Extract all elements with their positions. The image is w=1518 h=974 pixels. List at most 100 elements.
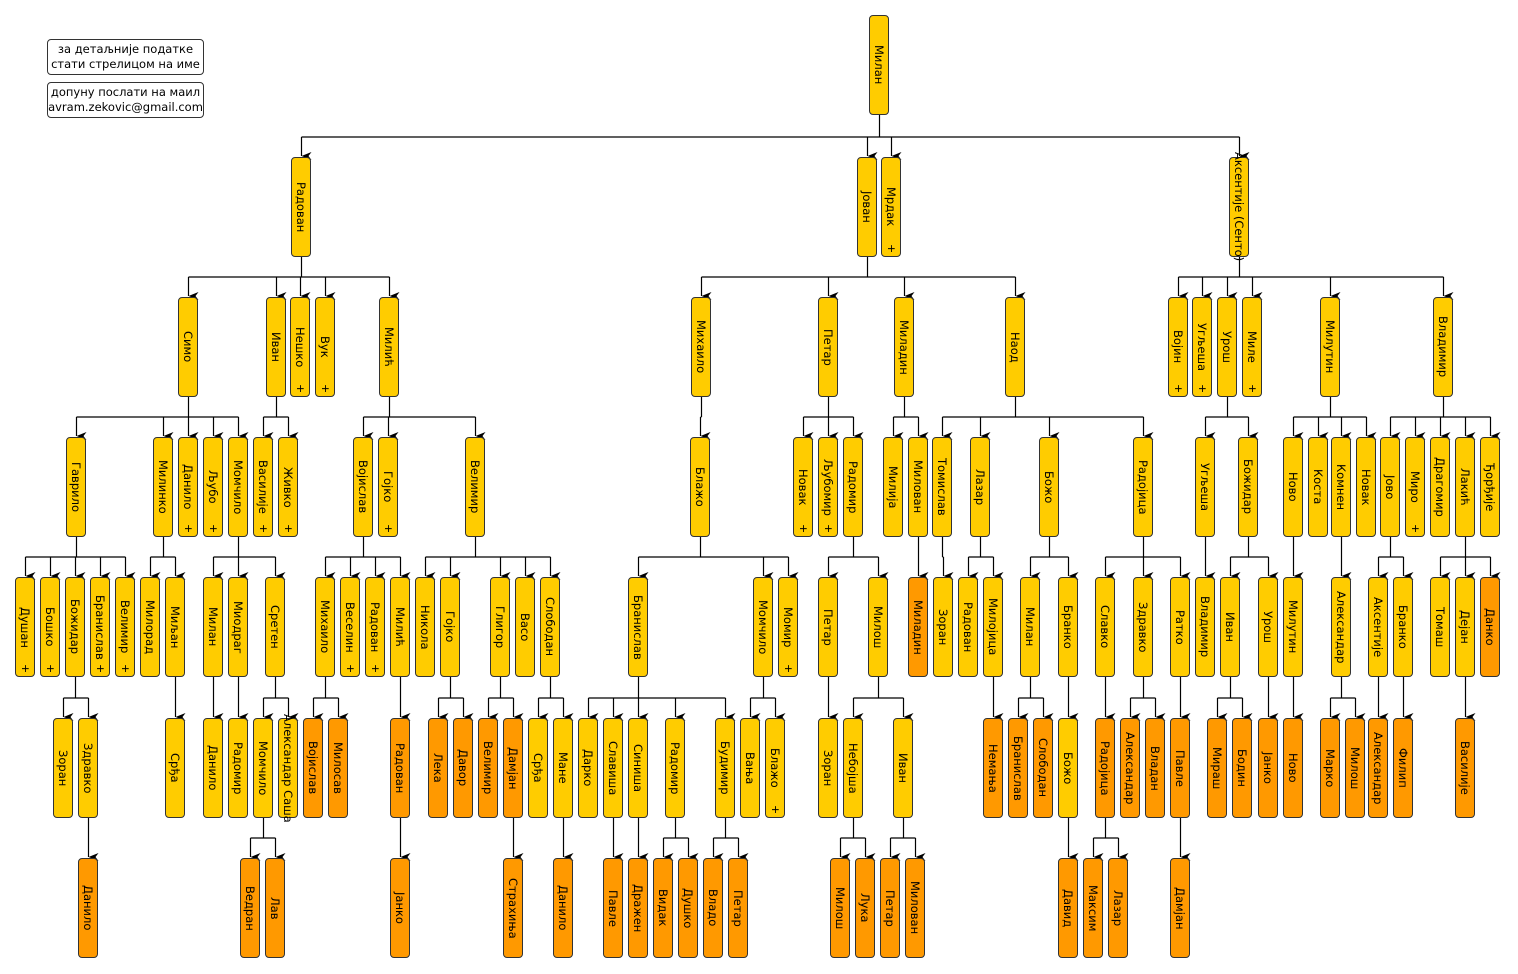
- person-node[interactable]: Радован+: [365, 577, 385, 677]
- person-node[interactable]: Здравко: [1133, 577, 1153, 677]
- person-node[interactable]: Урош: [1258, 577, 1278, 677]
- person-node[interactable]: Љубо+: [203, 437, 223, 537]
- person-node[interactable]: Јово: [1380, 437, 1400, 537]
- person-node[interactable]: Срђа: [528, 718, 548, 818]
- person-node[interactable]: Милан: [203, 577, 223, 677]
- person-node[interactable]: Владан: [1145, 718, 1165, 818]
- person-node[interactable]: Милутин: [1320, 297, 1340, 397]
- person-node[interactable]: Војин+: [1168, 297, 1188, 397]
- person-node[interactable]: Василије+: [253, 437, 273, 537]
- person-node[interactable]: Марко: [1320, 718, 1340, 818]
- person-node[interactable]: Божидар: [1238, 437, 1258, 537]
- person-node[interactable]: Иван: [893, 718, 913, 818]
- person-node[interactable]: Милан: [869, 15, 889, 115]
- person-node[interactable]: Слободан: [1033, 718, 1053, 818]
- person-node[interactable]: Бранко: [1058, 577, 1078, 677]
- person-node[interactable]: Коста: [1308, 437, 1328, 537]
- person-node[interactable]: Владимир: [1433, 297, 1453, 397]
- person-node[interactable]: Милован: [908, 437, 928, 537]
- person-node[interactable]: Павле: [603, 858, 623, 958]
- person-node[interactable]: Блажо+: [765, 718, 785, 818]
- person-node[interactable]: Љубомир+: [818, 437, 838, 537]
- person-node[interactable]: Ново: [1283, 437, 1303, 537]
- person-node[interactable]: Бранислав: [628, 577, 648, 677]
- person-node[interactable]: Петар: [728, 858, 748, 958]
- person-node[interactable]: Јован: [857, 157, 877, 257]
- person-node[interactable]: Гојко: [440, 577, 460, 677]
- person-node[interactable]: Дамјан: [503, 718, 523, 818]
- person-node[interactable]: Небојша: [843, 718, 863, 818]
- person-node[interactable]: Данило: [78, 858, 98, 958]
- person-node[interactable]: Гојко+: [378, 437, 398, 537]
- person-node[interactable]: Милосав: [328, 718, 348, 818]
- person-node[interactable]: Дражен: [628, 858, 648, 958]
- person-node[interactable]: Иван: [266, 297, 286, 397]
- person-node[interactable]: Александар: [1368, 718, 1388, 818]
- person-node[interactable]: Здравко: [78, 718, 98, 818]
- person-node[interactable]: Аксентије (Сенто): [1229, 152, 1249, 262]
- person-node[interactable]: Сретен: [265, 577, 285, 677]
- person-node[interactable]: Радомир: [843, 437, 863, 537]
- person-node[interactable]: Александар: [1331, 577, 1351, 677]
- person-node[interactable]: Милош: [830, 858, 850, 958]
- person-node[interactable]: Миладин: [894, 297, 914, 397]
- person-node[interactable]: Александар Саша: [278, 714, 298, 822]
- person-node[interactable]: Милинко: [153, 437, 173, 537]
- person-node[interactable]: Радомир: [228, 718, 248, 818]
- person-node[interactable]: Видак: [653, 858, 673, 958]
- person-node[interactable]: Бранислав+: [90, 577, 110, 677]
- person-node[interactable]: Слободан: [540, 577, 560, 677]
- person-node[interactable]: Максим: [1083, 858, 1103, 958]
- person-node[interactable]: Лека: [428, 718, 448, 818]
- person-node[interactable]: Угљеша+: [1192, 297, 1212, 397]
- person-node[interactable]: Филип: [1393, 718, 1413, 818]
- person-node[interactable]: Дамјан: [1170, 858, 1190, 958]
- person-node[interactable]: Радован: [958, 577, 978, 677]
- person-node[interactable]: Миодраг: [228, 577, 248, 677]
- person-node[interactable]: Драгомир: [1430, 437, 1450, 537]
- person-node[interactable]: Дарко: [578, 718, 598, 818]
- person-node[interactable]: Јанко: [390, 858, 410, 958]
- person-node[interactable]: Лав: [265, 858, 285, 958]
- person-node[interactable]: Лазар: [1108, 858, 1128, 958]
- person-node[interactable]: Ново: [1283, 718, 1303, 818]
- person-node[interactable]: Славиша: [603, 718, 623, 818]
- person-node[interactable]: Миљан: [165, 577, 185, 677]
- person-node[interactable]: Ведран: [240, 858, 260, 958]
- person-node[interactable]: Михаило: [315, 577, 335, 677]
- person-node[interactable]: Наод: [1005, 297, 1025, 397]
- person-node[interactable]: Васо: [515, 577, 535, 677]
- person-node[interactable]: Срђа: [165, 718, 185, 818]
- person-node[interactable]: Синиша: [628, 718, 648, 818]
- person-node[interactable]: Велимир: [465, 437, 485, 537]
- person-node[interactable]: Радојица: [1133, 437, 1153, 537]
- person-node[interactable]: Војислав: [353, 437, 373, 537]
- person-node[interactable]: Божо: [1058, 718, 1078, 818]
- contact-email[interactable]: avram.zekovic@gmail.com: [48, 100, 203, 114]
- person-node[interactable]: Милутин: [1283, 577, 1303, 677]
- person-node[interactable]: Војислав: [303, 718, 323, 818]
- person-node[interactable]: Блажо: [690, 437, 710, 537]
- person-node[interactable]: Угљеша: [1195, 437, 1215, 537]
- person-node[interactable]: Василије: [1455, 718, 1475, 818]
- person-node[interactable]: Владимир: [1195, 577, 1215, 677]
- person-node[interactable]: Божо: [1039, 437, 1059, 537]
- person-node[interactable]: Зоран: [53, 718, 73, 818]
- person-node[interactable]: Давид: [1058, 858, 1078, 958]
- person-node[interactable]: Лука: [855, 858, 875, 958]
- person-node[interactable]: Бодин: [1232, 718, 1252, 818]
- person-node[interactable]: Мрдак+: [881, 157, 901, 257]
- person-node[interactable]: Милош: [868, 577, 888, 677]
- person-node[interactable]: Радован: [390, 718, 410, 818]
- person-node[interactable]: Живко+: [278, 437, 298, 537]
- person-node[interactable]: Божидар: [65, 577, 85, 677]
- person-node[interactable]: Бранко: [1393, 577, 1413, 677]
- person-node[interactable]: Душко: [678, 858, 698, 958]
- person-node[interactable]: Павле: [1170, 718, 1190, 818]
- person-node[interactable]: Милић: [379, 297, 399, 397]
- person-node[interactable]: Зоран: [818, 718, 838, 818]
- person-node[interactable]: Момчило: [753, 577, 773, 677]
- person-node[interactable]: Глигор: [490, 577, 510, 677]
- person-node[interactable]: Бранислав: [1008, 718, 1028, 818]
- person-node[interactable]: Радојица: [1095, 718, 1115, 818]
